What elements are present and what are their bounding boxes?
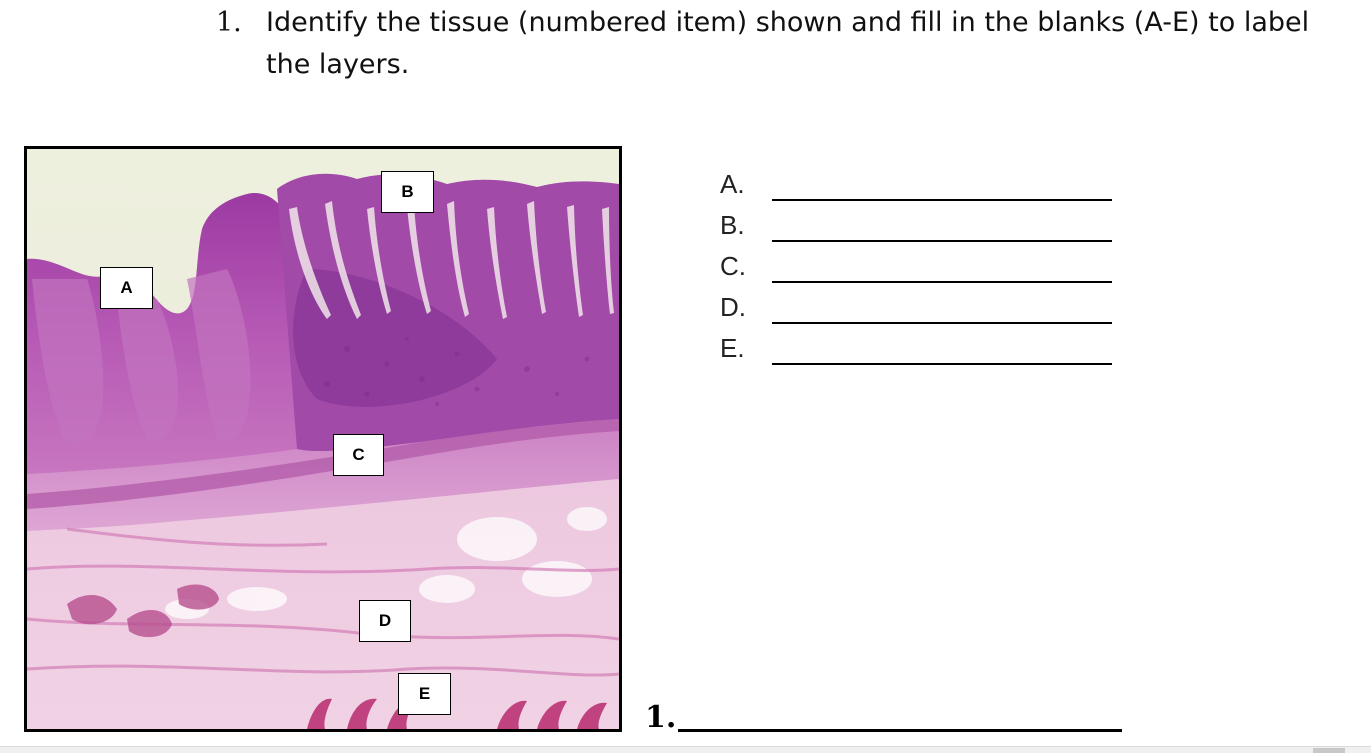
answer-blank-line[interactable] — [772, 322, 1112, 324]
answer-blanks: A. B. C. D. E. — [720, 166, 1120, 371]
answer-blank-line[interactable] — [772, 240, 1112, 242]
answer-letter: B. — [720, 210, 745, 240]
answer-blank-line[interactable] — [772, 281, 1112, 283]
answer-row-e: E. — [720, 330, 1120, 371]
tissue-micrograph: A B C D E — [24, 146, 622, 732]
answer-row-c: C. — [720, 248, 1120, 289]
image-label-a: A — [100, 267, 153, 309]
answer-row-d: D. — [720, 289, 1120, 330]
question-number: 1. — [216, 7, 242, 38]
answer-row-b: B. — [720, 207, 1120, 248]
answer-letter: D. — [720, 292, 746, 322]
tissue-answer-number: 1. — [645, 700, 677, 735]
tissue-answer-blank-line[interactable] — [678, 729, 1122, 732]
image-label-e: E — [398, 673, 451, 715]
answer-row-a: A. — [720, 166, 1120, 207]
answer-blank-line[interactable] — [772, 199, 1112, 201]
answer-letter: E. — [720, 333, 745, 363]
question-text: Identify the tissue (numbered item) show… — [266, 7, 1310, 80]
horizontal-scrollbar[interactable] — [0, 746, 1371, 753]
answer-letter: A. — [720, 169, 745, 199]
image-label-b: B — [381, 171, 434, 213]
image-label-c: C — [333, 434, 384, 476]
answer-letter: C. — [720, 251, 746, 281]
scrollbar-thumb[interactable] — [1313, 748, 1345, 753]
micrograph-image — [27, 149, 619, 729]
image-label-d: D — [359, 600, 411, 642]
answer-blank-line[interactable] — [772, 363, 1112, 365]
